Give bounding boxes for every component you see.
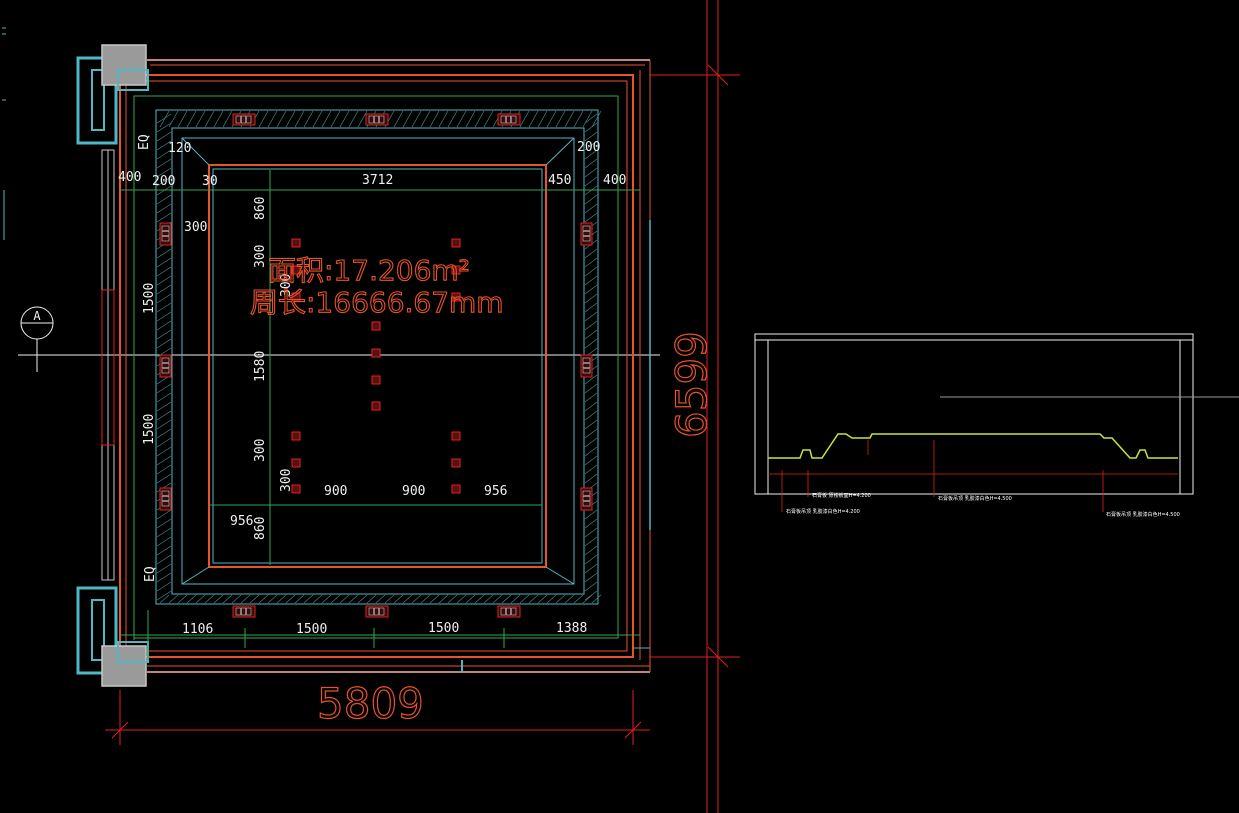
spotlight-icon: [291, 292, 301, 302]
dim-left-300: 300: [184, 220, 207, 235]
dimension-lines: [120, 96, 640, 660]
spotlight-icon: [451, 484, 461, 494]
light-fixture-icon: [580, 222, 593, 246]
dim-corner-200: 200: [577, 140, 600, 155]
light-fixture-icon: [580, 487, 593, 511]
spotlight-icon: [291, 431, 301, 441]
section-note-2: 石膏板吊顶 乳胶漆白色H=4.200: [786, 508, 860, 515]
area-label: 面积:17.206m²: [268, 254, 470, 287]
section-note-1: 石膏板 原楼板面H=4.200: [812, 492, 871, 499]
light-fixtures: [159, 113, 593, 618]
dim-bottom-900-b: 900: [402, 484, 425, 499]
dim-bottom-900-a: 900: [324, 484, 347, 499]
dim-row-1106: 1106: [182, 622, 213, 637]
spotlight-icon: [291, 484, 301, 494]
light-fixture-icon: [365, 113, 389, 126]
dim-bottom-left-956: 956: [230, 514, 253, 529]
column-top-left: [76, 44, 149, 145]
light-fixture-icon: [580, 354, 593, 378]
perimeter-label: 周长:16666.67mm: [250, 286, 504, 319]
spotlight-icon: [371, 375, 381, 385]
spotlight-icon: [371, 321, 381, 331]
light-fixture-icon: [159, 487, 172, 511]
light-fixture-icon: [497, 113, 521, 126]
dim-top-3712: 3712: [362, 173, 393, 188]
overall-width-dimension: [105, 690, 650, 745]
dim-left-1500-b: 1500: [142, 414, 157, 445]
dim-inner-300-d: 300: [279, 469, 294, 492]
spotlight-icon: [451, 238, 461, 248]
dim-row-1500-a: 1500: [296, 622, 327, 637]
section-view[interactable]: 石膏板 原楼板面H=4.200 石膏板吊顶 乳胶漆白色H=4.200 石膏板吊顶…: [754, 333, 1239, 518]
dim-top-400-left: 400: [118, 170, 141, 185]
dim-inner-860-top: 860: [253, 197, 268, 220]
light-fixture-icon: [159, 354, 172, 378]
light-fixture-icon: [159, 222, 172, 246]
overall-height-dimension: [650, 0, 740, 813]
spotlight-icon: [451, 458, 461, 468]
dim-top-450: 450: [548, 173, 571, 188]
dim-row-1500-b: 1500: [428, 621, 459, 636]
dim-row-1388: 1388: [556, 621, 587, 636]
dim-left-1500-a: 1500: [142, 283, 157, 314]
dim-top-400-right: 400: [603, 173, 626, 188]
spotlight-icon: [291, 238, 301, 248]
section-note-4: 石膏板吊顶 乳胶漆白色H=4.500: [1106, 511, 1180, 518]
light-fixture-icon: [365, 605, 389, 618]
column-bottom-left: [76, 586, 149, 687]
dim-inner-300-c: 300: [253, 439, 268, 462]
section-ceiling-profile: [768, 433, 1178, 459]
hatch-pattern: [156, 110, 602, 604]
dim-inner-300-b: 300: [279, 274, 294, 297]
dim-top-200: 200: [152, 174, 175, 189]
dim-eq-top: EQ: [137, 134, 152, 150]
spotlight-icon: [451, 265, 461, 275]
section-marker-label: A: [33, 309, 41, 323]
spotlight-icon: [371, 401, 381, 411]
dim-eq-bottom: EQ: [143, 566, 158, 582]
dim-inner-860-bottom: 860: [253, 517, 268, 540]
light-fixture-icon: [232, 113, 256, 126]
overall-width-label: 5809: [317, 679, 424, 728]
spotlight-icon: [451, 431, 461, 441]
dim-corner-120: 120: [168, 141, 191, 156]
light-fixture-icon: [497, 605, 521, 618]
dim-top-30: 30: [202, 174, 218, 189]
room-outline: [101, 59, 651, 673]
section-marker[interactable]: A: [18, 306, 110, 372]
spotlight-icon: [291, 458, 301, 468]
light-fixture-icon: [232, 605, 256, 618]
dimension-text-group: 400 200 30 3712 450 400 120 200 300 EQ E…: [118, 134, 626, 637]
overall-height-label: 6599: [667, 331, 716, 438]
spotlight-icon: [451, 292, 461, 302]
dim-inner-300-a: 300: [253, 245, 268, 268]
spotlight-icon: [371, 348, 381, 358]
dim-bottom-956: 956: [484, 484, 507, 499]
ceiling-layers: [133, 95, 619, 639]
left-edge-marks: [2, 27, 6, 240]
spotlight-icon: [291, 265, 301, 275]
dim-inner-1580: 1580: [253, 351, 268, 382]
section-note-3: 石膏板吊顶 乳胶漆白色H=4.500: [938, 495, 1012, 502]
